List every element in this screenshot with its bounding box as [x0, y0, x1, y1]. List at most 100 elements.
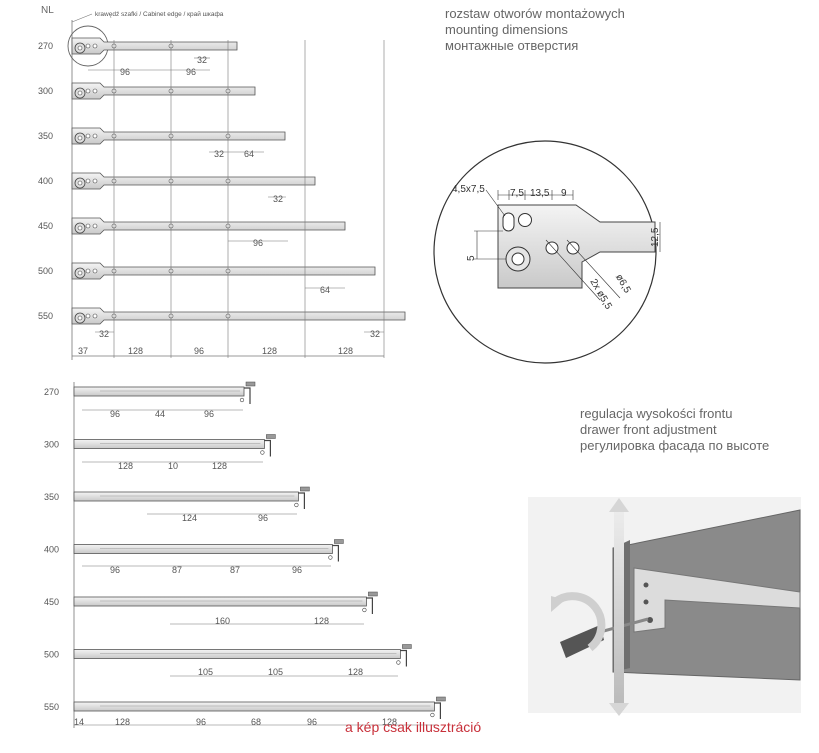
- mounting-hole: [92, 268, 98, 274]
- dim-label: 32: [370, 329, 380, 339]
- caption-line: rozstaw otworów montażowych: [445, 6, 625, 21]
- arrow-up-icon: [609, 498, 629, 512]
- dim-label: 12,5: [650, 227, 661, 247]
- rail-body: [73, 439, 265, 449]
- bottom-rail-row: 350: [44, 486, 310, 509]
- dim-label: 96: [120, 67, 130, 77]
- caption-line: regulacja wysokości frontu: [580, 406, 733, 421]
- adjust-screw: [647, 617, 653, 623]
- top-side-view: NL krawędź szafki / Cabinet edge / край …: [38, 5, 406, 360]
- rail-body: [71, 307, 406, 325]
- rail-hook: [264, 439, 271, 457]
- rail-knob: [402, 644, 412, 649]
- dim-label: 9: [561, 188, 567, 199]
- caption-line: drawer front adjustment: [580, 422, 717, 437]
- rail-wheel-axle: [77, 180, 83, 186]
- dim-label: 128: [382, 717, 397, 727]
- nl-value: 400: [38, 176, 53, 186]
- rail-body: [73, 701, 435, 712]
- bottom-rail-row: 450: [44, 591, 378, 614]
- bottom-rail-row: 400: [44, 539, 344, 562]
- nl-value: 300: [38, 86, 53, 96]
- dim-label: 128: [118, 461, 133, 471]
- mounting-hole: [85, 178, 91, 184]
- nl-value: 350: [44, 492, 59, 502]
- nl-value: 450: [44, 597, 59, 607]
- bottom-rail-row: 500: [44, 644, 412, 667]
- mounting-hole: [85, 313, 91, 319]
- rail-knob: [245, 381, 256, 387]
- dim-label: 128: [348, 667, 363, 677]
- nl-value: 550: [44, 702, 59, 712]
- rail-hook: [244, 387, 251, 404]
- dim-label: 32: [214, 149, 224, 159]
- bottom-rail-row: 270: [44, 381, 256, 404]
- rail-wheel-axle: [77, 270, 83, 276]
- rotate-arrow-icon: [552, 592, 606, 652]
- bottom-top-view: 270 300 350 400 450 500 550 96 44 96 128 10 12…: [44, 381, 446, 728]
- rail-body: [73, 544, 333, 554]
- dim-label: 96: [194, 346, 204, 356]
- dim-label: 10: [168, 461, 178, 471]
- dim-label: 96: [186, 67, 196, 77]
- slot-size-label: 4,5x7,5: [452, 184, 485, 195]
- mounting-hole: [260, 450, 265, 455]
- rail-hook: [298, 492, 305, 509]
- mounting-detail: 4,5x7,5 7,5 13,5 9 5 12,5 2x ø5,5 ø6,5: [433, 140, 661, 364]
- dim-label: 96: [196, 717, 206, 727]
- rail-wheel-axle: [77, 315, 83, 321]
- dim-label: 128: [128, 346, 143, 356]
- dim-label: 160: [215, 616, 230, 626]
- rail-body: [71, 262, 376, 280]
- dim-label: 14: [74, 717, 84, 727]
- rail-body: [71, 37, 238, 55]
- dim-label: 96: [110, 409, 120, 419]
- nl-value: 450: [38, 221, 53, 231]
- rail-body: [71, 217, 346, 235]
- mounting-hole: [396, 660, 401, 665]
- dim-label: 128: [314, 616, 329, 626]
- bottom-rail-row: 300: [44, 434, 276, 457]
- rail-wheel-axle: [77, 225, 83, 231]
- dim-label: 128: [262, 346, 277, 356]
- rail-body: [71, 172, 316, 190]
- top-rail-row: 300: [38, 82, 256, 100]
- caption-line: mounting dimensions: [445, 22, 568, 37]
- dim-label: 105: [268, 667, 283, 677]
- dim-label: 96: [292, 565, 302, 575]
- mounting-hole: [92, 313, 98, 319]
- dim-label: 44: [155, 409, 165, 419]
- dim-label: 87: [230, 565, 240, 575]
- rail-hook: [366, 597, 373, 614]
- dim-label: 68: [251, 717, 261, 727]
- dim-label: 64: [244, 149, 254, 159]
- mounting-hole: [85, 133, 91, 139]
- arrow-down-icon: [609, 703, 629, 716]
- nl-value: 550: [38, 311, 53, 321]
- rotate-arrow-head-icon: [551, 596, 565, 612]
- dim-label: 96: [253, 238, 263, 248]
- rail-body: [73, 596, 367, 607]
- slot-hole: [502, 212, 515, 232]
- mounting-hole: [85, 43, 91, 49]
- dim-label: 128: [115, 717, 130, 727]
- mounting-hole: [85, 88, 91, 94]
- rail-knob: [334, 539, 344, 544]
- mounting-hole: [92, 178, 98, 184]
- bottom-rail-row: 550: [44, 696, 446, 719]
- dim-label: 124: [182, 513, 197, 523]
- side-rail: [633, 567, 801, 633]
- dim-label: 87: [172, 565, 182, 575]
- dim-label: 64: [320, 285, 330, 295]
- rail-body: [73, 491, 299, 502]
- hole: [518, 213, 532, 227]
- dim-label: 96: [204, 409, 214, 419]
- mounting-hole: [239, 397, 245, 403]
- screwdriver-handle: [560, 625, 604, 658]
- height-arrow-icon: [614, 510, 624, 710]
- wheel-axle: [511, 252, 525, 266]
- dim-label: 105: [198, 667, 213, 677]
- nl-value: 500: [44, 650, 59, 660]
- caption-line: регулировка фасада по высоте: [580, 438, 770, 453]
